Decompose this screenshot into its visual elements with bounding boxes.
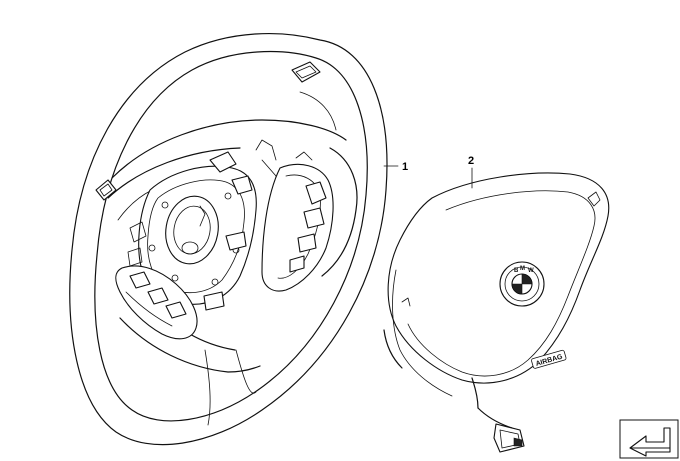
callout-2: 2: [468, 155, 474, 189]
callout-label-1: 1: [402, 161, 408, 173]
svg-text:M: M: [520, 266, 525, 272]
return-arrow-icon[interactable]: [619, 419, 679, 459]
svg-text:B: B: [514, 268, 519, 274]
airbag-module-icon: B M W AIRBAG: [383, 172, 610, 453]
callout-1: 1: [383, 161, 408, 173]
svg-text:W: W: [528, 268, 534, 274]
callout-label-2: 2: [468, 155, 474, 167]
steering-wheel-icon: [69, 32, 388, 446]
